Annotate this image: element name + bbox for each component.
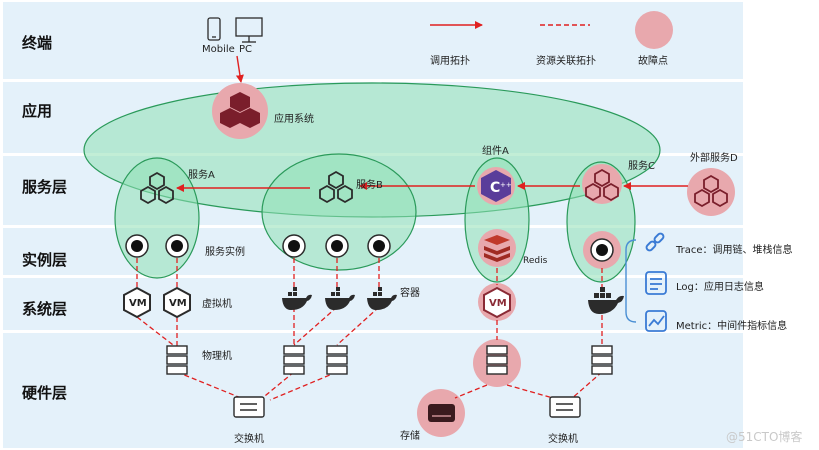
vm-icons (123, 286, 511, 319)
switch-left-label: 交换机 (234, 434, 264, 445)
vm-badge-3: VM (489, 298, 507, 309)
external-d-icon (694, 174, 728, 208)
service-b-icon (319, 170, 353, 204)
storage-label: 存储 (400, 431, 420, 442)
service-c-icon (585, 168, 619, 202)
layer-band-terminal (3, 2, 743, 79)
metric-label: Metric：中间件指标信息 (676, 321, 788, 332)
app-system-label: 应用系统 (274, 114, 314, 125)
instance-label: 服务实例 (205, 247, 245, 258)
layer-label-application: 应用 (22, 102, 53, 120)
component-a-icon: C ++ (481, 170, 512, 202)
physical-server-icons (166, 345, 613, 375)
trace-icon (645, 232, 665, 252)
vm-label: 虚拟机 (202, 299, 232, 310)
observability-bracket (625, 239, 637, 323)
service-a-icon (140, 171, 174, 205)
legend-fault-label: 故障点 (638, 56, 668, 67)
instance-nodes (125, 234, 614, 262)
log-icon (645, 271, 667, 295)
external-d-label: 外部服务D (690, 153, 738, 164)
service-c-label: 服务C (628, 161, 655, 172)
svg-text:C: C (490, 180, 500, 196)
legend-fault-circle (635, 11, 673, 49)
layer-label-system: 系统层 (22, 300, 68, 318)
svg-text:++: ++ (500, 181, 512, 189)
container-label: 容器 (400, 288, 420, 299)
redis-label: Redis (523, 256, 548, 266)
storage-icon (428, 404, 455, 422)
layer-label-terminal: 终端 (22, 34, 53, 52)
switch-icons (233, 396, 581, 418)
component-a-label: 组件A (482, 146, 509, 157)
service-b-label: 服务B (356, 180, 383, 191)
layer-label-service: 服务层 (22, 178, 68, 196)
metric-icon (645, 310, 667, 332)
mobile-icon (207, 17, 221, 41)
resource-topology-lines (136, 258, 603, 401)
service-a-group (114, 157, 200, 279)
app-system-icon (220, 92, 260, 128)
redis-icon (484, 235, 510, 262)
legend-resource-label: 资源关联拓扑 (536, 56, 596, 67)
log-label: Log：应用日志信息 (676, 282, 764, 293)
physical-label: 物理机 (202, 351, 232, 362)
watermark: @51CTO博客 (726, 430, 803, 444)
vm-badge-2: VM (169, 298, 187, 309)
mobile-label: Mobile (202, 44, 235, 55)
service-a-label: 服务A (188, 170, 215, 181)
vm-badge-1: VM (129, 298, 147, 309)
layer-label-hardware: 硬件层 (22, 384, 68, 402)
switch-right-label: 交换机 (548, 434, 578, 445)
docker-icons (282, 287, 624, 314)
pc-label: PC (239, 44, 253, 55)
trace-label: Trace：调用链、堆栈信息 (676, 245, 793, 256)
call-pc-app (235, 55, 244, 83)
legend-call-label: 调用拓扑 (430, 56, 470, 67)
service-c-fault (582, 164, 622, 204)
pc-icon (235, 17, 263, 43)
layer-band-hardware (3, 333, 743, 448)
layer-label-instance: 实例层 (22, 251, 68, 269)
